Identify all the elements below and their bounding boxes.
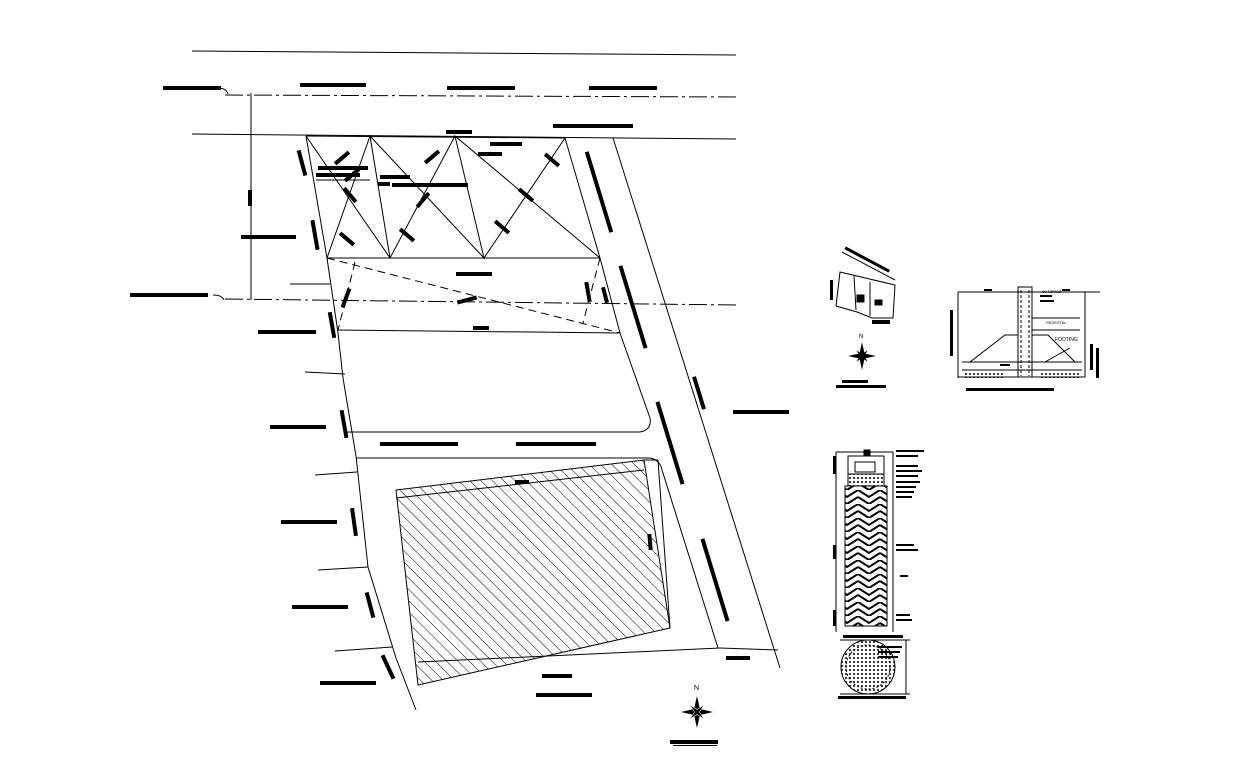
key-plan-north-label: N xyxy=(859,334,863,340)
key-plan xyxy=(830,246,896,388)
pile-cross-section xyxy=(838,639,910,699)
road-edge-line xyxy=(191,133,737,140)
road-centre-line xyxy=(224,298,737,306)
footing-section: FOOTING PEDESTAL co-tonrad xyxy=(950,286,1100,391)
road-centre-line xyxy=(224,94,737,98)
pedestal-label: PEDESTAL xyxy=(1046,320,1067,325)
cop-label: co-tonrad xyxy=(1042,289,1062,294)
plot-boundary-top xyxy=(305,135,566,139)
compass-star-icon: N xyxy=(848,334,876,370)
label-blocks xyxy=(130,83,789,746)
footing-label: FOOTING xyxy=(1055,337,1078,343)
plot-boundary-left xyxy=(305,135,417,711)
road-edge-line xyxy=(191,50,737,56)
pile-section xyxy=(833,449,924,638)
building-footprint xyxy=(395,459,671,686)
north-label: N xyxy=(694,685,699,692)
plot-boundary-right xyxy=(612,137,781,669)
compass-star-icon: N xyxy=(681,685,713,728)
